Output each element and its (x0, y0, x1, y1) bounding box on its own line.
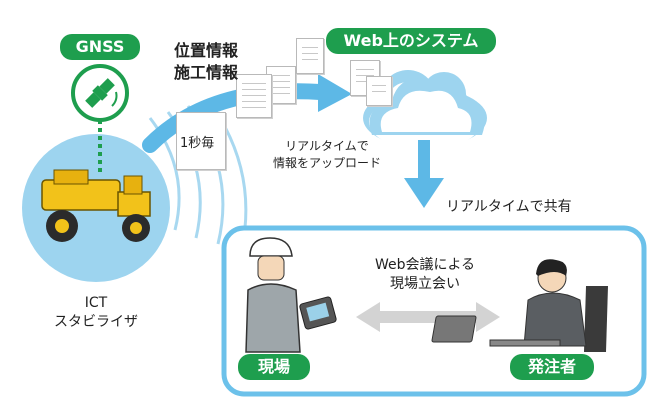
upload-line-2: 情報をアップロード (272, 156, 381, 170)
meeting-label: Web会議による 現場立会い (350, 256, 500, 294)
upload-document-1 (296, 38, 324, 74)
info-label: 位置情報 施工情報 (174, 40, 238, 84)
share-label: リアルタイムで共有 (446, 199, 572, 215)
interval-document (176, 112, 226, 170)
meeting-line-2: 現場立会い (390, 276, 460, 292)
upload-line-1: リアルタイムで (285, 139, 369, 153)
upload-document-3 (366, 76, 392, 106)
client-label: 発注者 (510, 354, 594, 380)
site-worker-icon (245, 237, 337, 353)
web-system-label: Web上のシステム (326, 28, 496, 54)
cloud-fill (369, 78, 485, 135)
double-arrow (356, 302, 500, 332)
info-document-2 (236, 74, 272, 118)
satellite-icon (71, 64, 129, 122)
share-arrow (404, 140, 444, 208)
gnss-label: GNSS (60, 34, 140, 60)
upload-label: リアルタイムで 情報をアップロード (252, 138, 402, 172)
machine-label: ICT スタビライザ (36, 294, 156, 332)
info-line-construction: 施工情報 (174, 63, 239, 82)
stabilizer-machine-icon (41, 169, 151, 242)
info-line-position: 位置情報 (174, 41, 239, 60)
site-label: 現場 (238, 354, 310, 380)
meeting-line-1: Web会議による (374, 257, 476, 273)
interval-label: 1秒毎 (180, 136, 215, 151)
machine-line-1: ICT (84, 295, 108, 311)
client-person-icon (431, 259, 608, 352)
machine-line-2: スタビライザ (54, 314, 138, 330)
